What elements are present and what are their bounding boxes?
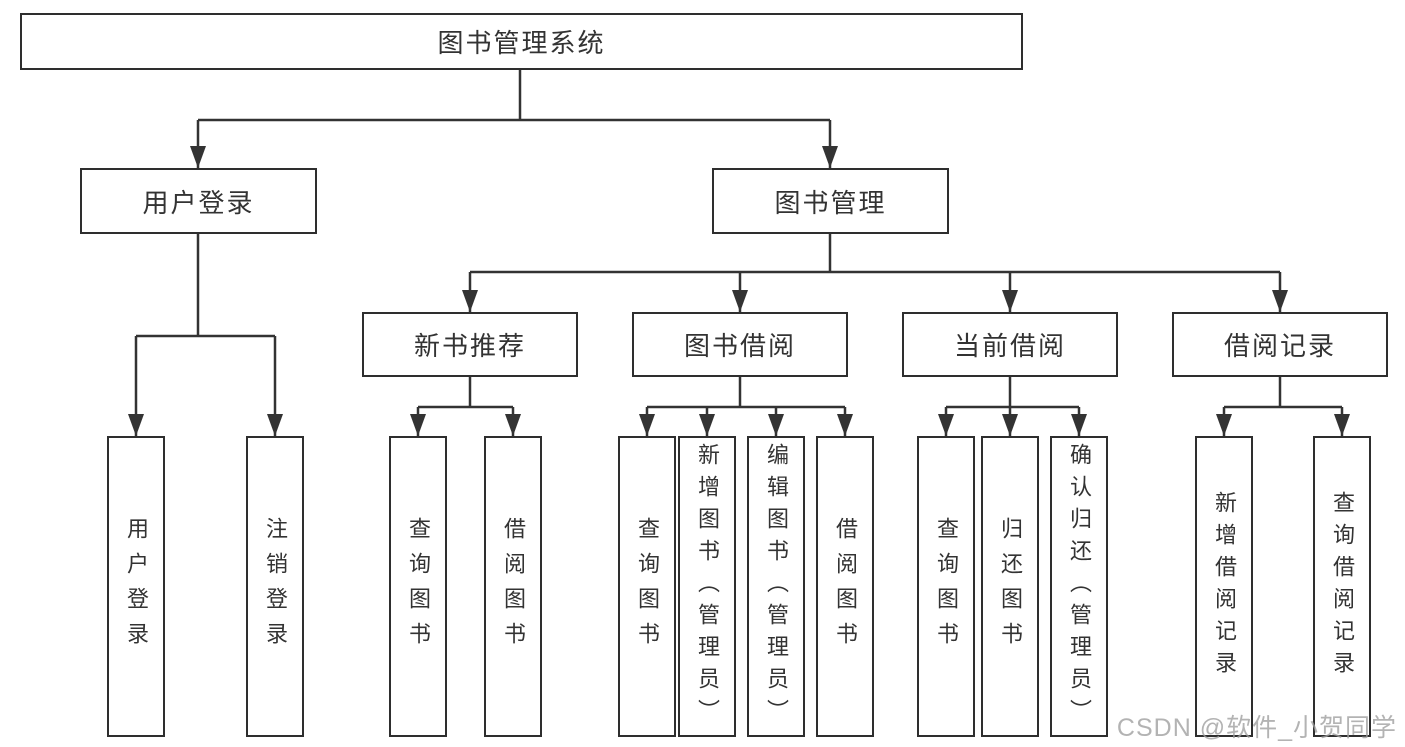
leaf-label: 查询图书 (635, 516, 660, 657)
leaf-label: 确认归还（管理员） (1067, 442, 1092, 731)
leaf-edit-books-admin: 编辑图书（管理员） (747, 436, 805, 737)
leaf-label: 借阅图书 (501, 516, 526, 657)
node-book-manage: 图书管理 (712, 168, 949, 234)
node-label: 借阅记录 (1223, 331, 1336, 361)
leaf-user-login: 用户登录 (107, 436, 165, 737)
leaf-label: 查询图书 (406, 516, 431, 657)
leaf-query-books-current: 查询图书 (917, 436, 975, 737)
leaf-borrow-books-recommend: 借阅图书 (484, 436, 542, 737)
leaf-label: 借阅图书 (833, 516, 858, 657)
connector-book-manage-branch (462, 234, 1288, 312)
connector-root-to-level2 (190, 70, 838, 168)
connector-records-branch (1216, 377, 1350, 436)
connector-borrow-branch (639, 377, 853, 436)
leaf-label: 归还图书 (998, 516, 1023, 657)
leaf-add-borrow-record: 新增借阅记录 (1195, 436, 1253, 737)
node-root-system: 图书管理系统 (20, 13, 1023, 70)
node-label: 图书管理 (774, 187, 887, 218)
leaf-query-borrow-record: 查询借阅记录 (1313, 436, 1371, 737)
connector-user-login-branch (128, 234, 283, 436)
node-label: 当前借阅 (953, 331, 1066, 361)
node-borrow-records: 借阅记录 (1172, 312, 1388, 377)
leaf-confirm-return-admin: 确认归还（管理员） (1050, 436, 1108, 737)
node-label: 新书推荐 (413, 331, 526, 361)
leaf-return-books: 归还图书 (981, 436, 1039, 737)
leaf-borrow-books: 借阅图书 (816, 436, 874, 737)
node-label: 图书管理系统 (437, 28, 606, 58)
node-current-borrow: 当前借阅 (902, 312, 1118, 377)
leaf-logout: 注销登录 (246, 436, 304, 737)
node-new-book-recommend: 新书推荐 (362, 312, 578, 377)
leaf-query-books-recommend: 查询图书 (389, 436, 447, 737)
leaf-label: 新增图书（管理员） (695, 442, 720, 731)
leaf-label: 查询借阅记录 (1330, 490, 1355, 683)
leaf-label: 用户登录 (124, 516, 149, 657)
leaf-label: 注销登录 (263, 516, 288, 657)
connector-recommend-branch (410, 377, 521, 436)
leaf-add-books-admin: 新增图书（管理员） (678, 436, 736, 737)
node-label: 图书借阅 (683, 331, 796, 361)
node-user-login: 用户登录 (80, 168, 317, 234)
leaf-label: 编辑图书（管理员） (764, 442, 789, 731)
leaf-label: 新增借阅记录 (1212, 490, 1237, 683)
node-book-borrow: 图书借阅 (632, 312, 848, 377)
leaf-query-books-borrow: 查询图书 (618, 436, 676, 737)
leaf-label: 查询图书 (934, 516, 959, 657)
node-label: 用户登录 (142, 187, 255, 218)
connector-current-branch (938, 377, 1087, 436)
